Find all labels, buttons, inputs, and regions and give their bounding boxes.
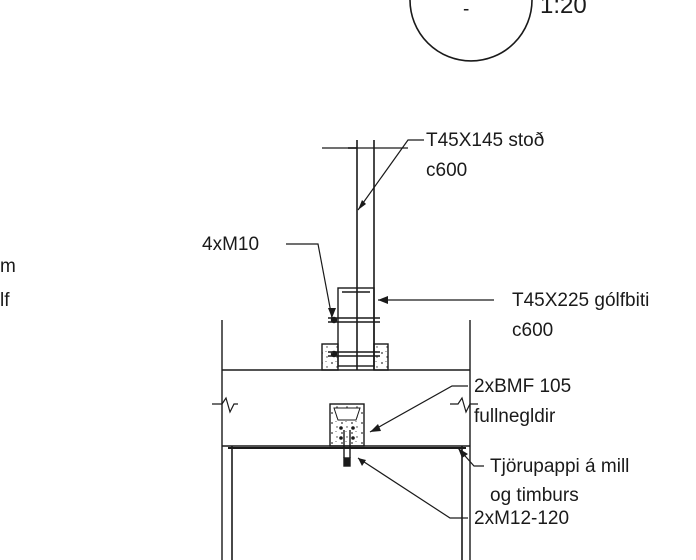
sill-piece	[337, 287, 375, 367]
stud-label-line1: T45X145 stoð	[426, 130, 544, 151]
joist-label-line2: c600	[512, 320, 553, 341]
foundation	[228, 446, 466, 560]
scale-circle	[409, 0, 533, 62]
anchor-bolt	[343, 430, 351, 467]
tar-paper-label-line2: og timburs	[490, 485, 579, 506]
right-pad	[373, 343, 389, 371]
tar-paper-label-line1: Tjörupappi á mill	[490, 456, 629, 477]
scale-dash: -	[463, 0, 469, 20]
bracket-label-line2: fullnegldir	[474, 406, 556, 427]
leader-lines	[286, 139, 494, 519]
arrow-heads	[328, 200, 468, 466]
stud	[322, 140, 408, 370]
side-fragment-1: m	[0, 256, 16, 277]
bracket-label-line1: 2xBMF 105	[474, 376, 571, 397]
joist-label-line1: T45X225 gólfbiti	[512, 290, 649, 311]
side-fragment-2: lf	[0, 290, 10, 311]
bolts-label: 4xM10	[202, 234, 259, 255]
left-pad	[321, 343, 339, 371]
anchor-bolt-label: 2xM12-120	[474, 508, 569, 529]
stud-label-line2: c600	[426, 160, 467, 181]
bmf-brackets	[329, 403, 365, 447]
scale-text: 1:20	[540, 0, 587, 19]
